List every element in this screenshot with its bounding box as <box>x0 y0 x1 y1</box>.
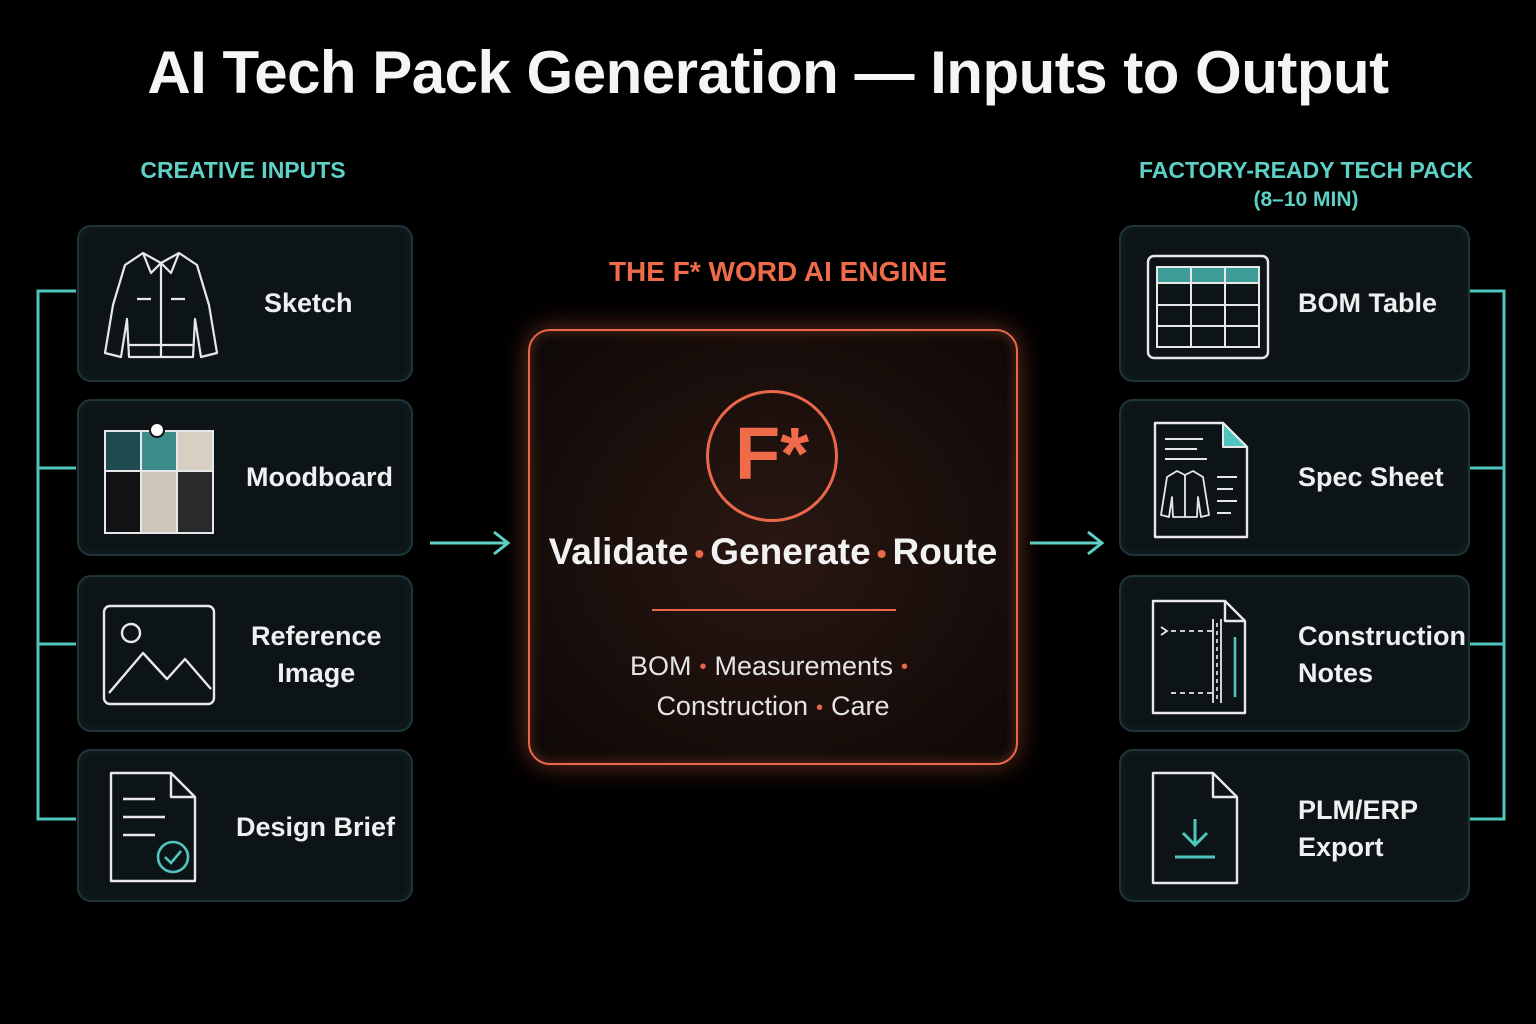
image-icon <box>102 604 216 706</box>
input-card-reference-image[interactable]: Reference Image <box>77 575 413 732</box>
outputs-bracket <box>1470 289 1506 821</box>
outputs-heading: FACTORY-READY TECH PACK (8–10 MIN) <box>1106 156 1506 214</box>
input-card-design-brief[interactable]: Design Brief <box>77 749 413 902</box>
construction-notes-icon <box>1151 599 1247 715</box>
moodboard-swatches-icon <box>104 422 214 534</box>
output-label-plm-erp-export: PLM/ERP Export <box>1298 795 1419 862</box>
input-card-sketch[interactable]: Sketch <box>77 225 413 382</box>
engine-divider <box>652 609 896 611</box>
download-file-icon <box>1151 771 1239 885</box>
document-check-icon <box>109 771 197 883</box>
inputs-bracket <box>36 289 76 821</box>
arrow-engine-to-outputs <box>1030 530 1105 556</box>
input-label-design-brief: Design Brief <box>236 812 396 842</box>
inputs-heading: CREATIVE INPUTS <box>140 157 346 183</box>
verb-route: Route <box>892 531 998 572</box>
engine-output-bom: BOM <box>629 651 692 681</box>
jacket-sketch-icon <box>103 251 219 359</box>
table-icon <box>1146 254 1270 360</box>
input-label-reference-image: Reference Image <box>251 621 382 688</box>
ai-engine-box: F* Validate•Generate•Route BOM•Measureme… <box>528 329 1018 765</box>
engine-logo-text: F* <box>735 412 809 495</box>
output-card-bom-table[interactable]: BOM Table <box>1119 225 1470 382</box>
verb-validate: Validate <box>548 531 689 572</box>
spec-sheet-icon <box>1153 421 1249 539</box>
engine-output-measurements: Measurements <box>714 651 894 681</box>
verb-generate: Generate <box>710 531 871 572</box>
outputs-heading-line1: FACTORY-READY TECH PACK <box>1139 157 1473 183</box>
output-card-plm-erp-export[interactable]: PLM/ERP Export <box>1119 749 1470 902</box>
f-star-logo-icon: F* <box>706 390 838 522</box>
output-label-bom-table: BOM Table <box>1298 288 1438 318</box>
output-card-spec-sheet[interactable]: Spec Sheet <box>1119 399 1470 556</box>
engine-heading: THE F* WORD AI ENGINE <box>608 256 948 287</box>
output-card-construction-notes[interactable]: Construction Notes <box>1119 575 1470 732</box>
output-label-spec-sheet: Spec Sheet <box>1298 462 1444 492</box>
input-card-moodboard[interactable]: Moodboard <box>77 399 413 556</box>
engine-verbs: Validate•Generate•Route <box>548 531 998 572</box>
engine-output-care: Care <box>831 691 890 722</box>
input-label-moodboard: Moodboard <box>246 462 393 492</box>
engine-outputs: BOM•Measurements• Construction•Care <box>629 651 909 722</box>
page-title: AI Tech Pack Generation — Inputs to Outp… <box>147 39 1389 106</box>
input-label-sketch: Sketch <box>264 288 353 318</box>
engine-output-construction: Construction <box>656 691 809 722</box>
outputs-heading-line2: (8–10 MIN) <box>1253 188 1359 211</box>
arrow-inputs-to-engine <box>430 530 511 556</box>
output-label-construction-notes: Construction Notes <box>1298 621 1466 688</box>
